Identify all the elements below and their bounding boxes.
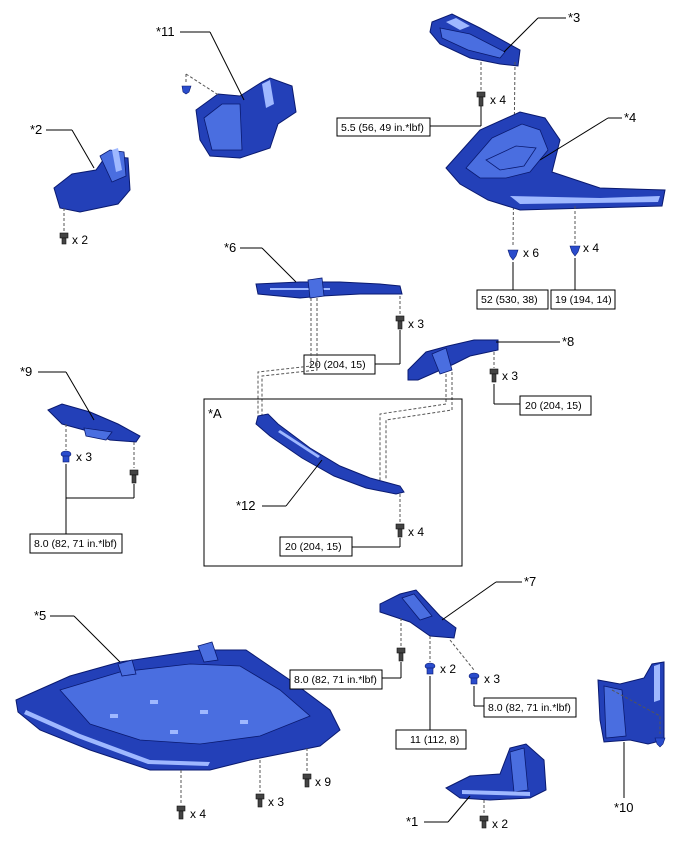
qty-part-5-c: x 9 <box>315 775 331 789</box>
bolt-icon <box>255 793 265 808</box>
clip-icon <box>181 85 192 95</box>
torque-box-part-9 <box>29 533 123 554</box>
qty-part-4-clip: x 4 <box>583 241 599 255</box>
part-2 <box>53 148 131 213</box>
qty-part-4-bolt: x 6 <box>523 246 539 260</box>
torque-box-part-7-b <box>395 729 467 750</box>
part-12 <box>255 413 405 495</box>
qty-part-8: x 3 <box>502 369 518 383</box>
torque-box-part-12 <box>279 536 353 557</box>
qty-part-12: x 4 <box>408 525 424 539</box>
qty-part-3: x 4 <box>490 93 506 107</box>
bolt-icon <box>479 815 489 829</box>
bolt-icon <box>489 368 499 383</box>
clip-icon <box>468 672 480 685</box>
torque-box-part-4-a <box>476 289 549 310</box>
torque-part-7-c: 8.0 (82, 71 in.*lbf) <box>488 702 571 714</box>
qty-part-6: x 3 <box>408 317 424 331</box>
callout-part-1: *1 <box>406 814 418 829</box>
torque-part-3: 5.5 (56, 49 in.*lbf) <box>341 122 424 134</box>
torque-box-part-6 <box>303 354 376 375</box>
clip-icon <box>654 737 666 748</box>
torque-box-part-7-c <box>483 697 577 718</box>
callout-part-9: *9 <box>20 364 32 379</box>
qty-part-9: x 3 <box>76 450 92 464</box>
callout-part-8: *8 <box>562 334 574 349</box>
clip-icon <box>60 450 72 463</box>
callout-part-12: *12 <box>236 498 256 513</box>
callout-part-3: *3 <box>568 10 580 25</box>
callout-part-4: *4 <box>624 110 636 125</box>
detail-frame-A <box>203 398 463 567</box>
callout-part-11: *11 <box>156 24 175 39</box>
part-10 <box>597 661 665 745</box>
bolt-icon <box>302 773 312 788</box>
detail-label-A: *A <box>208 406 222 421</box>
part-1 <box>445 743 547 801</box>
torque-part-6: 20 (204, 15) <box>309 359 366 371</box>
torque-part-9: 8.0 (82, 71 in.*lbf) <box>34 538 117 550</box>
torque-box-part-8 <box>519 395 592 416</box>
torque-part-8: 20 (204, 15) <box>525 400 582 412</box>
qty-part-2: x 2 <box>72 233 88 247</box>
torque-part-4-b: 19 (194, 14) <box>555 294 612 306</box>
torque-box-part-3 <box>336 117 431 137</box>
callout-part-10: *10 <box>614 800 634 815</box>
torque-part-4-a: 52 (530, 38) <box>481 294 538 306</box>
callout-part-7: *7 <box>524 574 536 589</box>
bolt-icon <box>59 232 69 245</box>
bolt-icon <box>476 91 486 107</box>
bolt-icon <box>395 315 405 330</box>
qty-part-1: x 2 <box>492 817 508 831</box>
qty-part-5-b: x 3 <box>268 795 284 809</box>
part-11 <box>195 77 297 159</box>
clip-icon <box>569 245 581 257</box>
callout-part-2: *2 <box>30 122 42 137</box>
qty-part-7-b: x 3 <box>484 672 500 686</box>
bolt-icon <box>176 805 186 820</box>
bolt-icon <box>396 647 406 662</box>
part-4 <box>445 111 666 211</box>
part-7 <box>379 589 457 639</box>
clip-icon <box>507 249 519 261</box>
torque-part-7-a: 8.0 (82, 71 in.*lbf) <box>294 674 377 686</box>
torque-box-part-7-a <box>289 669 383 690</box>
part-6 <box>255 277 403 299</box>
callout-part-6: *6 <box>224 240 236 255</box>
part-5 <box>15 641 341 771</box>
callout-part-5: *5 <box>34 608 46 623</box>
qty-part-5-a: x 4 <box>190 807 206 821</box>
part-3 <box>429 13 521 67</box>
qty-part-7-a: x 2 <box>440 662 456 676</box>
part-9 <box>47 403 141 443</box>
bolt-icon <box>129 469 139 484</box>
torque-part-7-b: 11 (112, 8) <box>410 734 459 746</box>
torque-part-12: 20 (204, 15) <box>285 541 342 553</box>
bolt-icon <box>395 523 405 538</box>
part-8 <box>407 339 499 381</box>
torque-box-part-4-b <box>550 289 616 310</box>
clip-icon <box>424 662 436 675</box>
